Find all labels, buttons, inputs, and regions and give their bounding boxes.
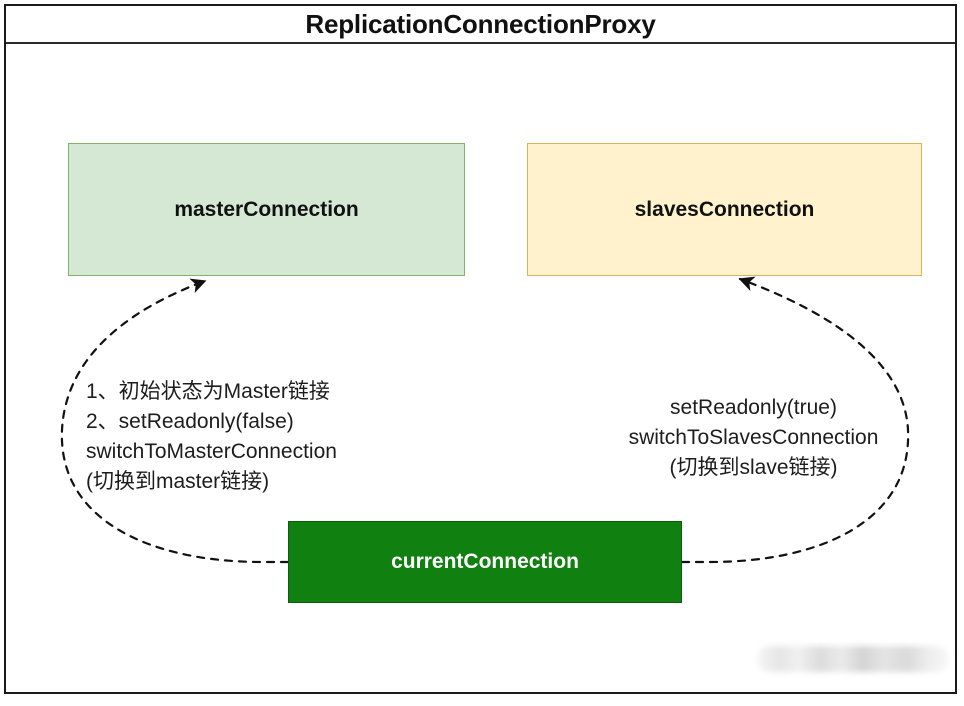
node-slaves-connection-label: slavesConnection bbox=[634, 197, 815, 221]
blurred-watermark bbox=[757, 646, 949, 672]
edge-label-to-master-connection: 1、初始状态为Master链接 2、setReadonly(false) swi… bbox=[86, 380, 337, 493]
edge-label-to-slaves-connection: setReadonly(true) switchToSlavesConnecti… bbox=[628, 396, 879, 479]
class-frame-title-bar: ReplicationConnectionProxy bbox=[6, 6, 955, 44]
node-current-connection[interactable]: currentConnection bbox=[288, 521, 682, 603]
node-slaves-connection[interactable]: slavesConnection bbox=[527, 143, 922, 276]
node-master-connection[interactable]: masterConnection bbox=[68, 143, 465, 276]
node-current-connection-label: currentConnection bbox=[391, 550, 579, 573]
node-master-connection-label: masterConnection bbox=[174, 197, 359, 221]
diagram-title: ReplicationConnectionProxy bbox=[305, 8, 656, 39]
